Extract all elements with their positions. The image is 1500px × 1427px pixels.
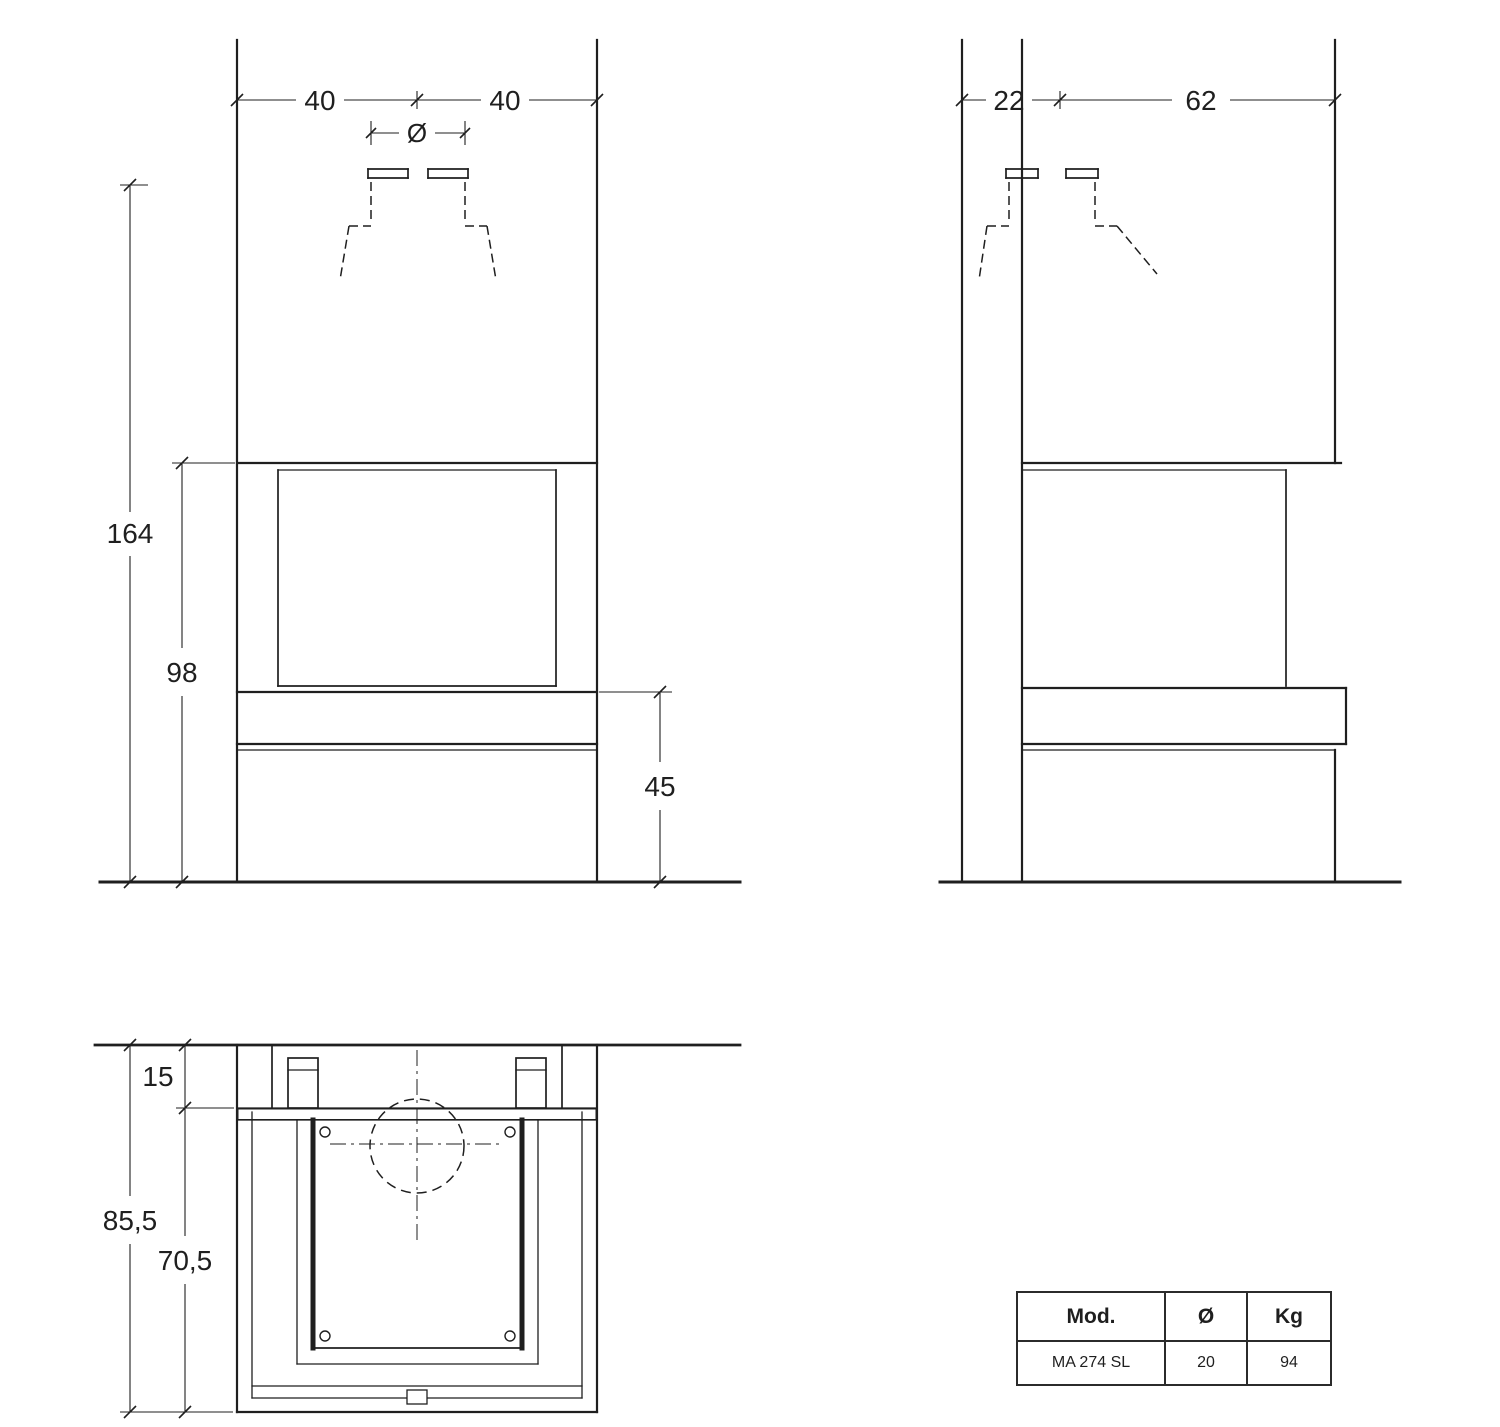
side-view-flue-collar [1005,168,1099,179]
dim-label-inner-depth: 70,5 [158,1245,213,1276]
front-view-flue-dashed [339,182,497,281]
spec-value-weight: 94 [1246,1340,1332,1386]
side-view-dimensions: 22 62 [955,85,1342,116]
dim-label-bench-height: 45 [644,771,675,802]
latch-detail [406,1389,428,1405]
side-view-outline [938,38,1402,884]
plan-view-outline [93,1043,742,1414]
dim-label-rear-offset: 22 [993,85,1024,116]
bolt-top-right [504,1126,516,1138]
front-view: 40 40 Ø 164 98 [98,38,742,889]
dim-label-depth: 62 [1185,85,1216,116]
bolt-bottom-right [504,1330,516,1342]
plan-view-firebox [296,1117,539,1405]
dim-label-front-width-left: 40 [304,85,335,116]
bolt-bottom-left [319,1330,331,1342]
dim-label-opening-height: 98 [166,657,197,688]
dim-label-total-height: 164 [107,518,154,549]
spec-table-data-row: MA 274 SL 20 94 [1016,1340,1332,1386]
spec-header-model: Mod. [1016,1291,1166,1342]
plan-view-clamps [287,1057,547,1109]
plan-view: 15 85,5 70,5 [93,1038,742,1419]
spec-header-weight: Kg [1246,1291,1332,1342]
spec-table-header-row: Mod. Ø Kg [1016,1291,1332,1342]
side-view-flue-dashed [978,182,1158,281]
dim-label-front-width-right: 40 [489,85,520,116]
front-view-dimensions: 40 40 Ø 164 98 [107,85,676,889]
front-view-outline [98,38,742,884]
spec-value-model: MA 274 SL [1016,1340,1166,1386]
front-view-flue-collar [367,168,469,179]
dim-label-total-depth: 85,5 [103,1205,158,1236]
spec-table: Mod. Ø Kg MA 274 SL 20 94 [1016,1291,1332,1386]
flue-circle [369,1098,465,1194]
spec-header-diameter: Ø [1164,1291,1248,1342]
side-view: 22 62 [938,38,1402,884]
plan-view-dimensions: 15 85,5 70,5 [103,1038,234,1419]
dim-label-flue-diameter: Ø [407,118,427,148]
spec-value-diameter: 20 [1164,1340,1248,1386]
bolt-top-left [319,1126,331,1138]
plan-view-flue-hole [330,1050,504,1240]
dim-label-wall-inset: 15 [142,1061,173,1092]
